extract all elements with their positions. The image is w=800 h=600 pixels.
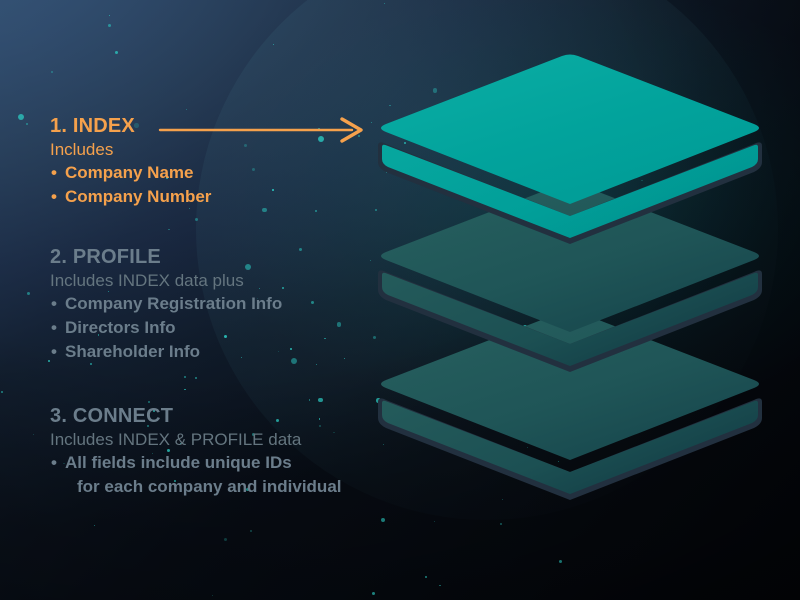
bullet-dot: • — [51, 294, 57, 313]
list-item-label: Company Registration Info — [65, 294, 283, 313]
list-item-continuation: for each company and individual — [50, 475, 342, 499]
block-index-subheading: Includes — [50, 140, 114, 159]
list-item-label: Company Number — [65, 187, 212, 206]
list-item-label: Shareholder Info — [65, 342, 201, 361]
list-item: • Company Number — [50, 185, 211, 209]
block-profile-subheading: Includes INDEX data plus — [50, 271, 244, 290]
block-connect-subheading: Includes INDEX & PROFILE data — [50, 430, 302, 449]
arrow-head — [340, 117, 363, 143]
bullet-dot: • — [51, 318, 57, 337]
text-block-profile: 2. PROFILE Includes INDEX data plus • Com… — [50, 245, 282, 364]
list-item-label: Directors Info — [65, 318, 176, 337]
block-profile-heading: 2. PROFILE — [50, 246, 161, 268]
block-profile-list: • Company Registration Info • Directors In… — [50, 292, 282, 364]
block-connect-list: • All fields include unique IDs for each … — [50, 451, 342, 499]
list-item-label: Company Name — [65, 163, 194, 182]
block-index-heading: 1. INDEX — [50, 115, 135, 137]
bullet-dot: • — [51, 453, 57, 472]
list-item: • Shareholder Info — [50, 340, 282, 364]
list-item: • Directors Info — [50, 316, 282, 340]
block-connect-heading: 3. CONNECT — [50, 405, 174, 427]
list-item: • Company Registration Info — [50, 292, 282, 316]
index-pointer-arrow — [158, 117, 365, 143]
text-block-connect: 3. CONNECT Includes INDEX & PROFILE data… — [50, 404, 342, 499]
bullet-dot: • — [51, 187, 57, 206]
text-block-index: 1. INDEX Includes • Company Name • Company… — [50, 114, 211, 209]
list-item-label: All fields include unique IDs — [65, 453, 292, 472]
list-item: • Company Name — [50, 161, 211, 185]
bullet-dot: • — [51, 163, 57, 182]
block-index-list: • Company Name • Company Number — [50, 161, 211, 209]
list-item-label: for each company and individual — [77, 477, 342, 496]
bullet-dot: • — [51, 342, 57, 361]
list-item: • All fields include unique IDs — [50, 451, 342, 475]
